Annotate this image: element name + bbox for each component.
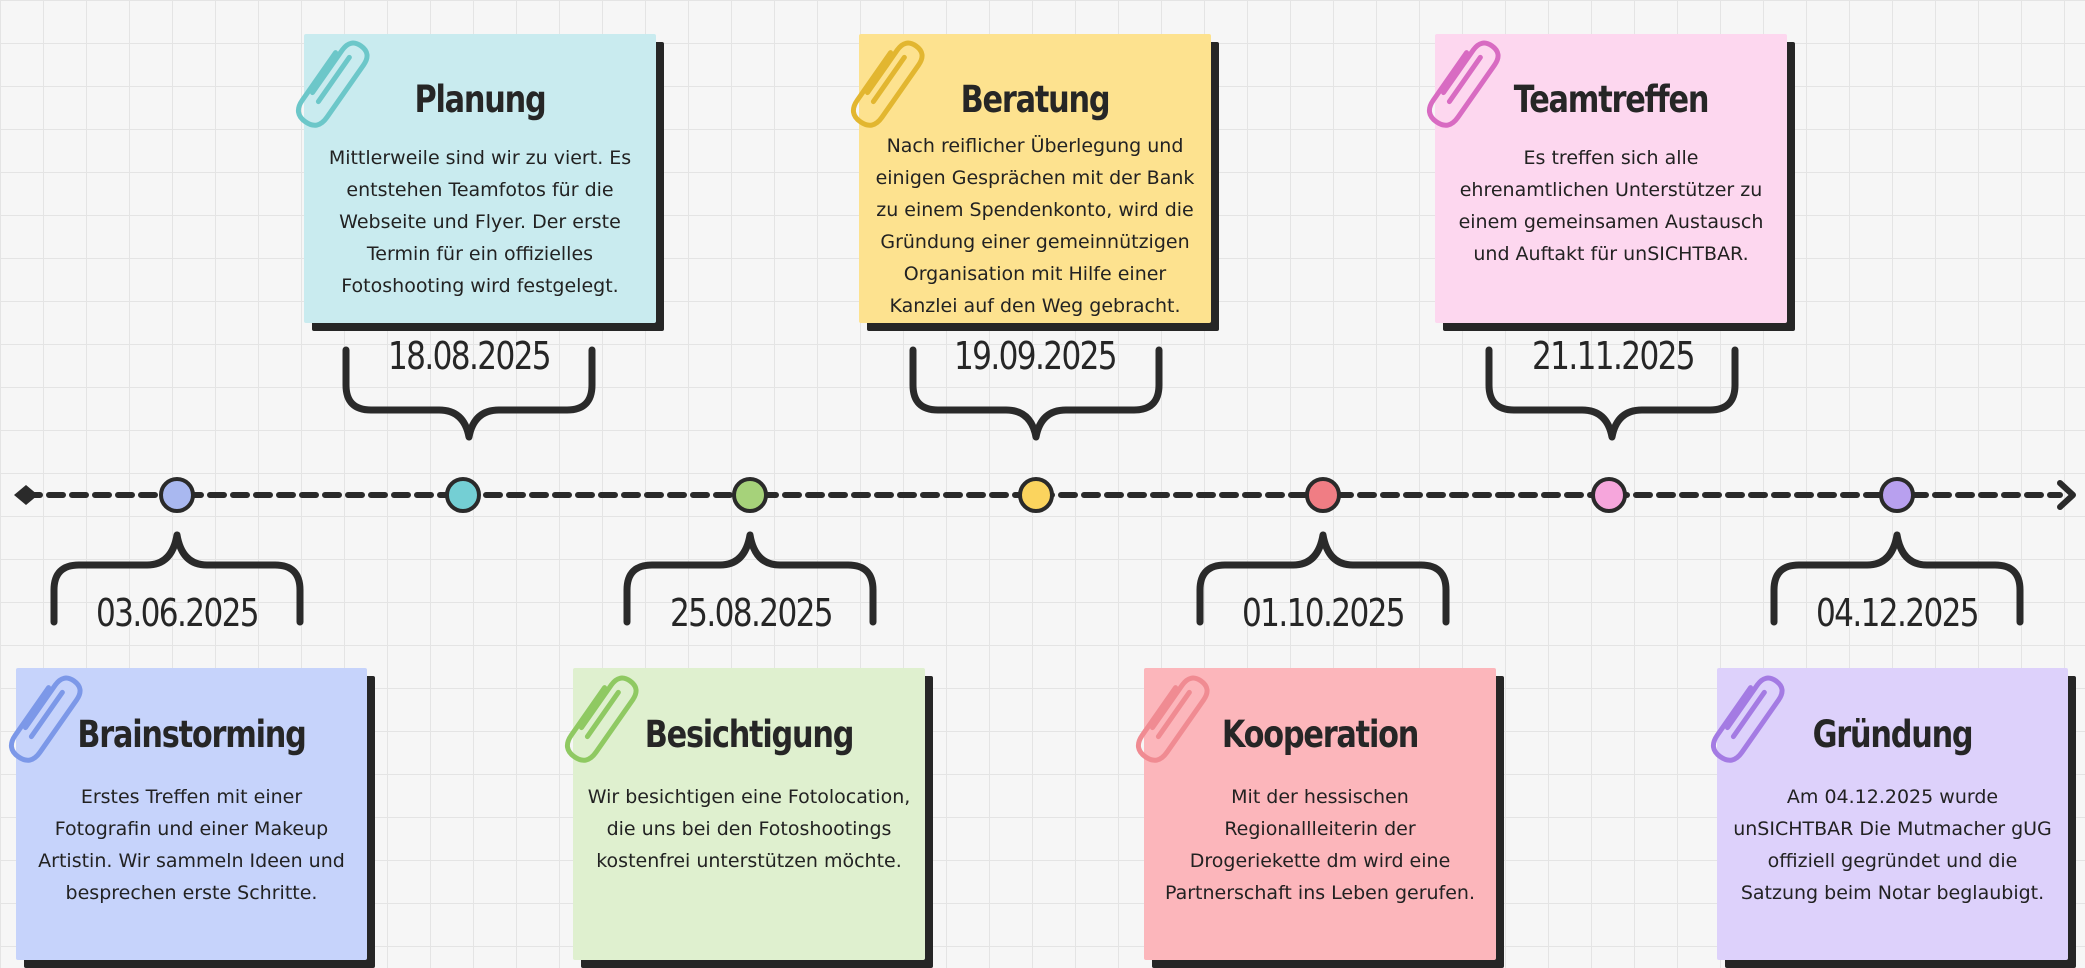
paperclip-icon (1135, 675, 1210, 763)
note-title: Besichtigung (644, 713, 855, 756)
note-title: Teamtreffen (1513, 78, 1710, 121)
paperclip-icon (1426, 40, 1501, 128)
note-text: Mittlerweile sind wir zu viert. Es entst… (328, 147, 632, 297)
milestone-dot-1 (445, 477, 481, 513)
timeline-end-arrow (2057, 480, 2076, 510)
note-gruendung: Gründung Am 04.12.2025 wurde unSICHTBAR … (1717, 668, 2076, 968)
date-label-1: 18.08.2025 (387, 334, 552, 378)
date-label-3: 19.09.2025 (953, 334, 1118, 378)
curly-brace-2 (623, 531, 877, 626)
milestone-dot-5 (1591, 477, 1627, 513)
date-label-5: 21.11.2025 (1531, 334, 1696, 378)
note-planung: Planung Mittlerweile sind wir zu viert. … (304, 34, 664, 331)
timeline-start-diamond (14, 485, 38, 505)
note-text: Nach reiflicher Überlegung und einigen G… (875, 135, 1195, 317)
milestone-dot-4 (1305, 477, 1341, 513)
note-text: Erstes Treffen mit einer Fotografin und … (38, 786, 345, 904)
paperclip-icon (850, 40, 925, 128)
note-text: Es treffen sich alle ehrenamtlichen Unte… (1458, 147, 1764, 265)
curly-brace-1 (342, 346, 596, 441)
note-kooperation: Kooperation Mit der hessischen Regionall… (1144, 668, 1504, 968)
date-label-0: 03.06.2025 (95, 591, 260, 635)
milestone-dot-6 (1879, 477, 1915, 513)
curly-brace-3 (909, 346, 1163, 441)
milestone-dot-3 (1018, 477, 1054, 513)
note-brainstorming: Brainstorming Erstes Treffen mit einer F… (16, 668, 375, 968)
note-text: Mit der hessischen Regionallleiterin der… (1164, 786, 1476, 904)
note-title: Beratung (960, 78, 1111, 121)
note-title: Gründung (1812, 713, 1974, 756)
date-label-6: 04.12.2025 (1815, 591, 1980, 635)
paperclip-icon (295, 40, 370, 128)
note-beratung: Beratung Nach reiflicher Überlegung und … (859, 34, 1219, 331)
milestone-dot-2 (732, 477, 768, 513)
curly-brace-0 (50, 531, 304, 626)
date-label-2: 25.08.2025 (669, 591, 834, 635)
note-text: Wir besichtigen eine Fotolocation, die u… (587, 786, 911, 872)
curly-brace-5 (1485, 346, 1739, 441)
paperclip-icon (8, 675, 83, 763)
note-teamtreffen: Teamtreffen Es treffen sich alle ehrenam… (1435, 34, 1795, 331)
date-label-4: 01.10.2025 (1241, 591, 1406, 635)
curly-brace-4 (1196, 531, 1450, 626)
note-title: Brainstorming (77, 713, 307, 756)
paperclip-icon (564, 675, 639, 763)
note-title: Planung (414, 78, 546, 121)
paperclip-icon (1710, 675, 1785, 763)
note-title: Kooperation (1221, 713, 1419, 756)
milestone-dot-0 (159, 477, 195, 513)
curly-brace-6 (1770, 531, 2024, 626)
note-text: Am 04.12.2025 wurde unSICHTBAR Die Mutma… (1733, 786, 2052, 904)
note-besichtigung: Besichtigung Wir besichtigen eine Fotolo… (573, 668, 933, 968)
